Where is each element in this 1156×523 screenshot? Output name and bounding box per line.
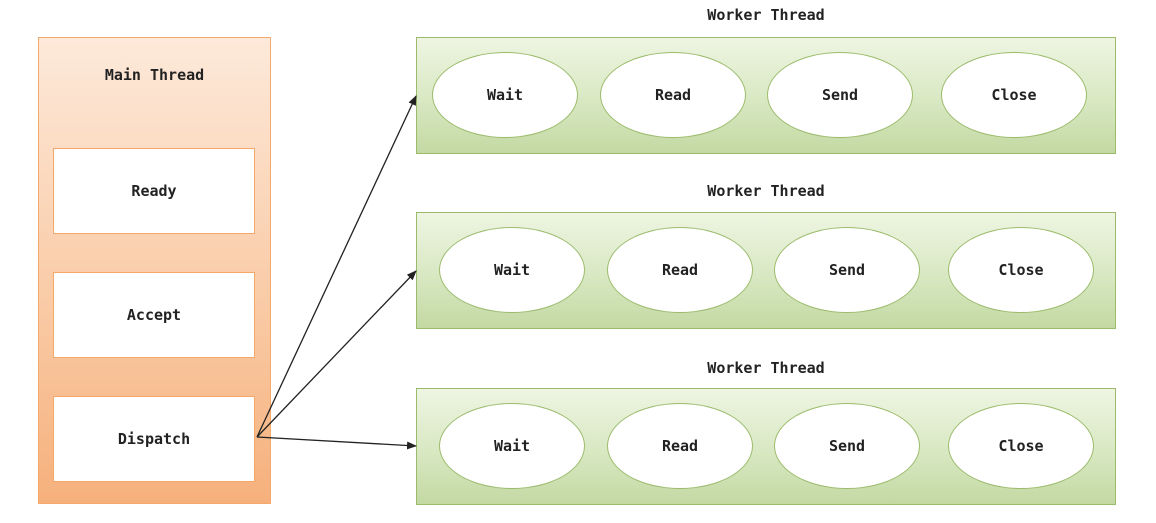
worker-2-state-send: Send [774,227,920,313]
worker-3-state-read: Read [607,403,753,489]
worker-3-state-close: Close [948,403,1094,489]
arrow-to-worker-3 [256,436,417,450]
step-dispatch: Dispatch [53,396,255,482]
worker-1-state-close: Close [941,52,1087,138]
worker-1-state-wait: Wait [432,52,578,138]
step-ready: Ready [53,148,255,234]
worker-1-state-read: Read [600,52,746,138]
worker-thread-3-panel: Wait Read Send Close [416,388,1116,505]
worker-thread-1-title: Worker Thread [707,6,825,24]
worker-2-state-wait: Wait [439,227,585,313]
worker-3-state-wait: Wait [439,403,585,489]
main-thread-title: Main Thread [104,66,205,84]
arrow-to-worker-1 [256,95,417,438]
worker-2-state-read: Read [607,227,753,313]
worker-2-state-close: Close [948,227,1094,313]
worker-thread-3-title: Worker Thread [707,359,825,377]
step-accept: Accept [53,272,255,358]
worker-thread-2-panel: Wait Read Send Close [416,212,1116,329]
worker-thread-2-title: Worker Thread [707,182,825,200]
arrow-to-worker-2 [256,270,417,438]
worker-1-state-send: Send [767,52,913,138]
main-thread-panel: Main Thread Ready Accept Dispatch [38,37,271,504]
worker-thread-1-panel: Wait Read Send Close [416,37,1116,154]
worker-3-state-send: Send [774,403,920,489]
